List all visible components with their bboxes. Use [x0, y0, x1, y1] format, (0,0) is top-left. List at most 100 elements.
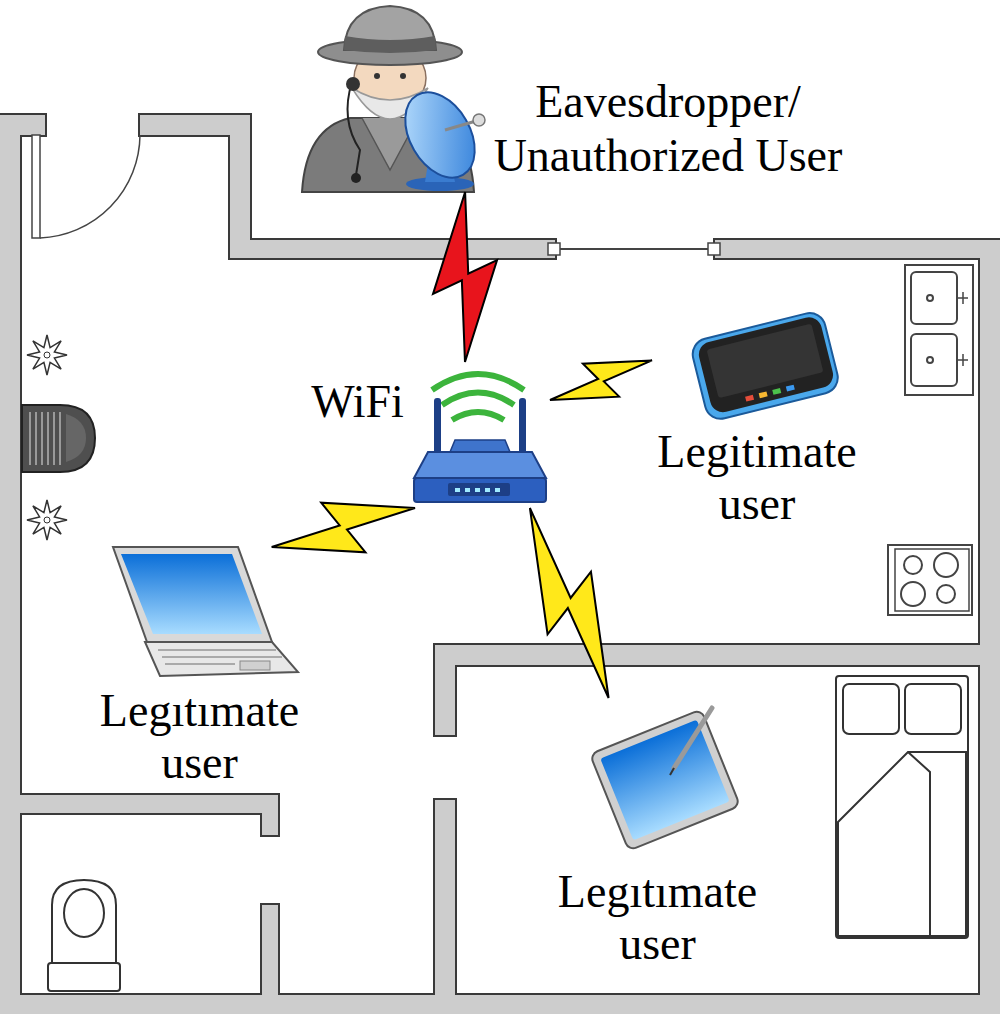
laptop-icon — [145, 642, 298, 676]
window — [548, 243, 720, 255]
device-node: Eavesdropper/ Unauthorized User — [298, 4, 855, 192]
walls — [262, 795, 278, 835]
window — [555, 248, 715, 250]
tablet-icon — [590, 709, 740, 850]
device-label: WiFi — [305, 376, 410, 428]
walls — [435, 800, 455, 995]
router-icon — [434, 398, 441, 456]
walls — [435, 645, 980, 665]
bed — [908, 752, 930, 936]
device-label: Legitimate user — [652, 426, 862, 530]
door — [40, 135, 140, 238]
eavesdropper-icon — [348, 82, 361, 175]
bed — [838, 752, 966, 936]
sink — [958, 292, 968, 366]
sink — [905, 265, 973, 395]
walls — [715, 240, 1000, 258]
router-icon — [495, 488, 500, 492]
toilet — [48, 880, 120, 991]
tablet-icon — [600, 720, 729, 841]
walls — [20, 795, 278, 813]
walls — [0, 995, 1000, 1014]
eavesdropper-icon — [445, 121, 476, 130]
walls — [435, 645, 455, 735]
device-node: Legıtımate user — [92, 547, 309, 792]
phone-icon — [696, 315, 836, 415]
eavesdropper-icon — [391, 80, 489, 190]
heater — [22, 405, 95, 472]
device-label: Eavesdropper/ Unauthorized User — [483, 75, 853, 183]
tablet-icon — [590, 709, 740, 850]
walls — [435, 645, 980, 665]
eavesdropper-icon — [400, 73, 406, 79]
phone-icon — [772, 388, 781, 395]
lightning-bolt — [433, 192, 497, 362]
walls — [435, 800, 455, 995]
eavesdropper-icon — [346, 77, 360, 91]
device-label: Legıtımate user — [550, 866, 765, 970]
device-node: Legitimate user — [652, 312, 864, 532]
wireless-link — [433, 192, 497, 362]
door — [32, 135, 140, 238]
window — [708, 243, 720, 255]
router-icon — [448, 483, 510, 496]
sink — [911, 334, 957, 386]
router-icon — [455, 488, 460, 492]
router-icon — [432, 374, 524, 390]
wireless-link — [530, 508, 609, 698]
toilet — [64, 889, 104, 937]
walls — [715, 240, 1000, 258]
walls — [230, 115, 250, 258]
phone-icon — [786, 385, 795, 392]
phone-icon — [689, 310, 841, 422]
sink — [927, 295, 933, 301]
plants — [27, 500, 67, 540]
eavesdropper-icon — [344, 36, 436, 53]
walls — [230, 240, 555, 258]
walls — [0, 115, 20, 1014]
walls — [0, 995, 1000, 1014]
phone-icon — [745, 395, 754, 402]
eavesdropper-icon — [374, 73, 380, 79]
router-icon — [455, 488, 500, 492]
laptop-icon — [240, 661, 270, 670]
plants — [27, 335, 67, 375]
laptop-icon — [113, 547, 298, 676]
router-icon — [450, 440, 510, 452]
phone-icon — [707, 324, 824, 399]
sink — [905, 265, 973, 395]
door — [32, 135, 40, 238]
router-icon — [465, 488, 470, 492]
walls — [230, 115, 250, 258]
device-label: Legıtımate user — [92, 685, 307, 789]
window — [548, 243, 560, 255]
router-icon — [414, 374, 546, 502]
walls — [20, 795, 278, 813]
walls — [980, 240, 1000, 1014]
bed — [905, 684, 961, 734]
stove — [901, 582, 925, 606]
lightning-bolt — [530, 508, 609, 698]
router-icon — [452, 412, 504, 420]
heater — [30, 412, 60, 465]
phone-icon — [689, 310, 841, 422]
laptop-icon — [113, 547, 272, 642]
walls — [262, 795, 278, 835]
walls — [0, 115, 1000, 1014]
sink — [927, 357, 933, 363]
heater — [22, 405, 95, 472]
sink — [911, 272, 957, 324]
bed — [836, 676, 968, 938]
eavesdropper-icon — [351, 173, 361, 183]
wireless-link — [272, 503, 415, 553]
walls — [0, 115, 1000, 1014]
wireless-link — [550, 360, 652, 400]
stove — [934, 553, 958, 577]
walls — [262, 905, 278, 995]
device-node: Legıtımate user — [550, 698, 767, 973]
lightning-bolt — [550, 360, 652, 400]
walls — [0, 115, 20, 1014]
router-icon — [519, 398, 526, 456]
